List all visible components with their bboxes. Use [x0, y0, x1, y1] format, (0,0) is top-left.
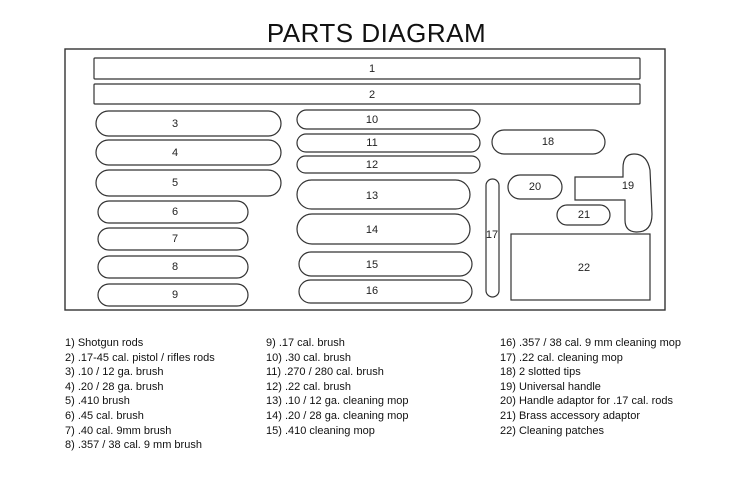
part-14-shape — [296, 213, 471, 245]
part-16-label: 16 — [366, 285, 378, 297]
part-9-label: 9 — [172, 289, 178, 301]
legend-item: 22) Cleaning patches — [500, 424, 604, 437]
diagram-title: PARTS DIAGRAM — [266, 18, 487, 48]
legend-item: 2) .17-45 cal. pistol / rifles rods — [65, 351, 215, 364]
part-4-shape — [95, 139, 282, 166]
part-8-shape — [97, 255, 249, 279]
part-12-shape — [296, 155, 481, 174]
part-13-shape — [296, 179, 471, 210]
part-1-shape — [93, 57, 641, 80]
part-22: 22 — [510, 233, 651, 301]
part-7-shape — [97, 227, 249, 251]
legend-item: 17) .22 cal. cleaning mop — [500, 351, 623, 364]
legend-item: 12) .22 cal. brush — [266, 380, 351, 393]
part-5-label: 5 — [172, 177, 178, 189]
part-20-shape — [507, 174, 563, 200]
part-3-shape — [95, 110, 282, 137]
part-17-shape — [485, 178, 500, 298]
part-22-label: 22 — [578, 262, 590, 274]
part-15-label: 15 — [366, 259, 378, 271]
part-19-shape — [574, 153, 653, 233]
part-16-shape — [298, 279, 473, 304]
part-10-label: 10 — [366, 114, 378, 126]
legend-item: 6) .45 cal. brush — [65, 409, 144, 422]
part-18-shape — [491, 129, 606, 155]
part-6-shape — [97, 200, 249, 224]
legend-column-2: 9) .17 cal. brush 10) .30 cal. brush 11) .… — [266, 336, 408, 438]
legend-item: 19) Universal handle — [500, 380, 601, 393]
part-1: 1 — [93, 57, 641, 80]
legend-item: 4) .20 / 28 ga. brush — [65, 380, 164, 393]
part-7-label: 7 — [172, 233, 178, 245]
part-6: 6 — [97, 200, 249, 224]
part-15-shape — [298, 251, 473, 277]
part-19-label: 19 — [622, 180, 634, 192]
part-21: 21 — [556, 204, 611, 226]
legend-column-1: 1) Shotgun rods 2) .17-45 cal. pistol / r… — [65, 336, 215, 453]
legend-item: 11) .270 / 280 cal. brush — [266, 366, 384, 379]
part-10-shape — [296, 109, 481, 130]
part-3-label: 3 — [172, 118, 178, 130]
legend-item: 15) .410 cleaning mop — [266, 424, 375, 437]
part-20: 20 — [507, 174, 563, 200]
legend-column-3: 16) .357 / 38 cal. 9 mm cleaning mop 17) … — [500, 336, 681, 438]
part-21-label: 21 — [578, 209, 590, 221]
part-8: 8 — [97, 255, 249, 279]
legend-item: 18) 2 slotted tips — [500, 366, 581, 379]
part-7: 7 — [97, 227, 249, 251]
part-11-shape — [296, 133, 481, 153]
part-11: 11 — [296, 133, 481, 153]
legend-item: 5) .410 brush — [65, 395, 130, 408]
part-14-label: 14 — [366, 224, 378, 236]
part-11-label: 11 — [366, 137, 377, 149]
part-6-label: 6 — [172, 206, 178, 218]
part-13: 13 — [296, 179, 471, 210]
part-2-shape — [93, 83, 641, 105]
part-15: 15 — [298, 251, 473, 277]
legend-item: 8) .357 / 38 cal. 9 mm brush — [65, 439, 202, 452]
part-17-label: 17 — [486, 229, 498, 241]
part-5: 5 — [95, 169, 282, 197]
part-22-shape — [510, 233, 651, 301]
part-12-label: 12 — [366, 159, 378, 171]
part-5-shape — [95, 169, 282, 197]
part-12: 12 — [296, 155, 481, 174]
part-9: 9 — [97, 283, 249, 307]
legend-item: 7) .40 cal. 9mm brush — [65, 424, 172, 437]
legend-item: 1) Shotgun rods — [65, 337, 144, 349]
part-20-label: 20 — [529, 181, 541, 193]
part-13-label: 13 — [366, 190, 378, 202]
part-2: 2 — [93, 83, 641, 105]
part-16: 16 — [298, 279, 473, 304]
legend-item: 21) Brass accessory adaptor — [500, 409, 641, 422]
part-18-label: 18 — [542, 136, 554, 148]
legend-item: 20) Handle adaptor for .17 cal. rods — [500, 395, 674, 408]
legend-item: 14) .20 / 28 ga. cleaning mop — [266, 409, 409, 422]
part-4: 4 — [95, 139, 282, 166]
part-8-label: 8 — [172, 261, 178, 273]
part-19: 19 — [574, 153, 653, 233]
part-2-label: 2 — [369, 89, 375, 101]
legend-item: 10) .30 cal. brush — [266, 351, 351, 364]
part-4-label: 4 — [172, 147, 178, 159]
part-18: 18 — [491, 129, 606, 155]
part-1-label: 1 — [369, 63, 375, 75]
part-10: 10 — [296, 109, 481, 130]
part-3: 3 — [95, 110, 282, 137]
part-21-shape — [556, 204, 611, 226]
legend-item: 9) .17 cal. brush — [266, 337, 345, 349]
legend-item: 16) .357 / 38 cal. 9 mm cleaning mop — [500, 337, 681, 349]
legend-item: 3) .10 / 12 ga. brush — [65, 366, 164, 379]
part-14: 14 — [296, 213, 471, 245]
part-9-shape — [97, 283, 249, 307]
part-17: 17 — [485, 178, 500, 298]
legend-item: 13) .10 / 12 ga. cleaning mop — [266, 395, 409, 408]
